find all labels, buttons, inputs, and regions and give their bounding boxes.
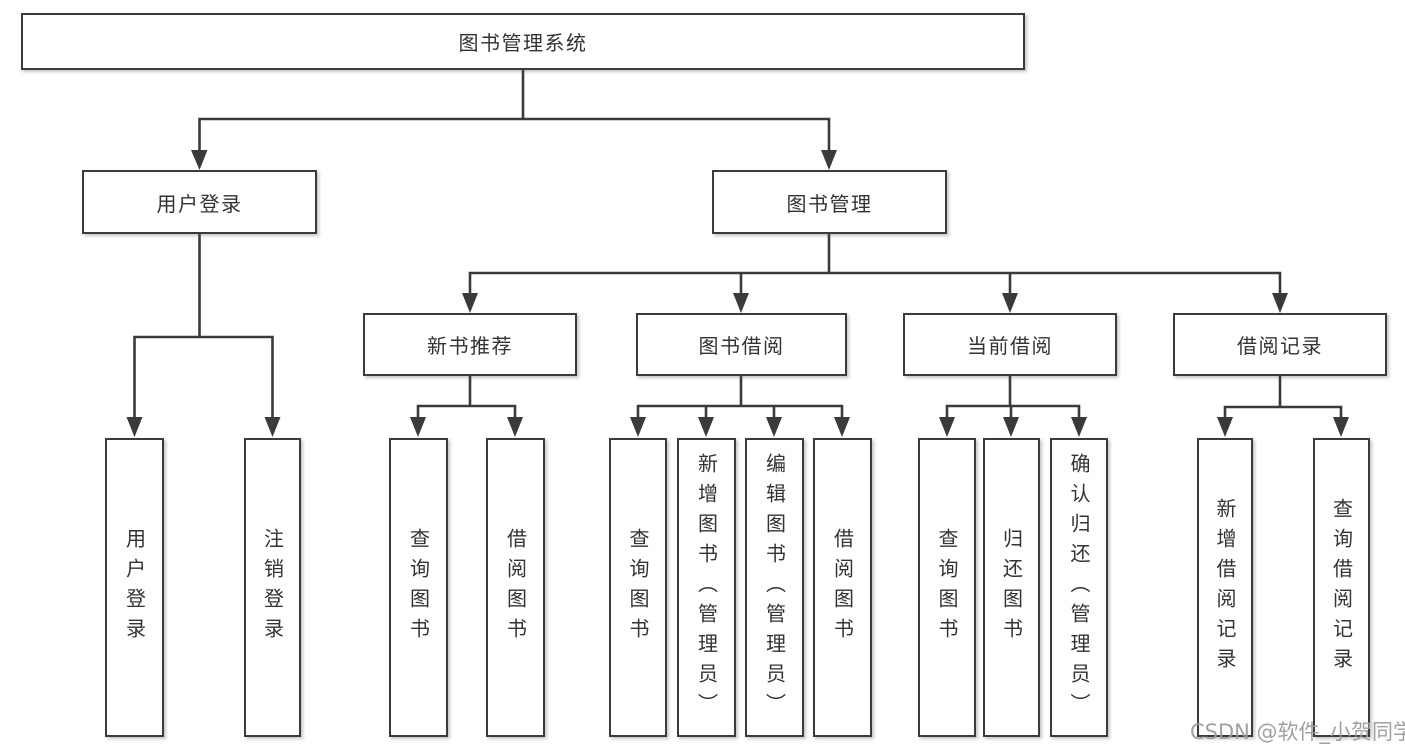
- node-label: 确认归还（管理员）: [1067, 452, 1091, 723]
- node-label: 图书管理系统: [458, 31, 588, 55]
- node-borrow-records: 借阅记录: [1173, 313, 1387, 376]
- arrowhead: [462, 293, 478, 313]
- arrowhead: [698, 417, 714, 437]
- arrowhead: [1071, 417, 1087, 437]
- node-label: 归还图书: [999, 527, 1024, 648]
- node-book-management-system: 图书管理系统: [21, 13, 1025, 70]
- node-label: 新增图书（管理员）: [694, 452, 719, 723]
- arrowhead: [1217, 417, 1233, 437]
- leaf-return-book: 归还图书: [983, 438, 1040, 737]
- node-label: 查询图书: [935, 527, 959, 648]
- connector-records-rake: [1223, 376, 1343, 418]
- leaf-add-borrow-record: 新增借阅记录: [1197, 438, 1253, 737]
- arrowhead: [507, 417, 523, 437]
- leaf-user-login: 用户登录: [105, 438, 164, 737]
- arrowhead: [834, 417, 850, 437]
- node-label: 借阅记录: [1237, 334, 1323, 358]
- arrowhead: [939, 417, 955, 437]
- csdn-watermark: CSDN @软件_小贺同学: [1190, 720, 1405, 744]
- arrowhead: [1272, 293, 1288, 313]
- leaf-edit-book-admin: 编辑图书（管理员）: [745, 438, 804, 737]
- arrowhead: [126, 417, 143, 437]
- leaf-borrow-book: 借阅图书: [813, 438, 872, 737]
- connector-newrec-rake: [416, 376, 517, 418]
- node-label: 当前借阅: [967, 334, 1053, 358]
- arrowhead: [1002, 293, 1018, 313]
- node-label: 查询图书: [406, 527, 431, 648]
- leaf-query-book-borrow: 查询图书: [609, 438, 667, 737]
- arrowhead: [191, 150, 208, 170]
- node-label: 用户登录: [156, 191, 243, 216]
- node-label: 注销登录: [260, 527, 285, 648]
- connector-level2-rake: [198, 117, 831, 151]
- connector-current-rake: [945, 376, 1081, 418]
- node-label: 借阅图书: [830, 527, 855, 648]
- node-book-borrow: 图书借阅: [636, 313, 847, 376]
- node-label: 图书管理: [786, 191, 873, 216]
- node-label: 用户登录: [122, 527, 147, 648]
- leaf-logout: 注销登录: [244, 438, 301, 737]
- node-label: 图书借阅: [698, 334, 785, 358]
- node-book-management: 图书管理: [712, 170, 947, 234]
- arrowhead: [821, 150, 837, 170]
- leaf-add-book-admin: 新增图书（管理员）: [677, 438, 736, 737]
- arrowhead: [733, 293, 749, 313]
- connector-borrow-rake: [636, 376, 844, 418]
- connector-userlogin-rake: [133, 335, 274, 418]
- leaf-confirm-return-admin: 确认归还（管理员）: [1050, 438, 1108, 737]
- node-label: 查询借阅记录: [1329, 497, 1354, 678]
- leaf-query-borrow-record: 查询借阅记录: [1313, 438, 1370, 737]
- node-user-login: 用户登录: [82, 170, 317, 234]
- arrowhead: [766, 417, 782, 437]
- arrowhead: [630, 417, 646, 437]
- arrowhead: [1003, 417, 1019, 437]
- leaf-borrow-book-recommend: 借阅图书: [486, 438, 545, 737]
- arrowhead: [1333, 417, 1349, 437]
- arrowhead: [264, 417, 281, 437]
- node-label: 新书推荐: [427, 334, 513, 358]
- node-new-book-recommend: 新书推荐: [363, 313, 577, 376]
- node-label: 借阅图书: [503, 527, 528, 648]
- node-label: 查询图书: [626, 527, 650, 648]
- leaf-query-book-recommend: 查询图书: [389, 438, 448, 737]
- node-label: 编辑图书（管理员）: [762, 452, 787, 723]
- node-current-borrow: 当前借阅: [903, 313, 1117, 376]
- arrowhead: [410, 417, 426, 437]
- connector-level3-rake: [468, 271, 1282, 294]
- node-label: 新增借阅记录: [1213, 497, 1237, 678]
- leaf-query-book-current: 查询图书: [918, 438, 976, 737]
